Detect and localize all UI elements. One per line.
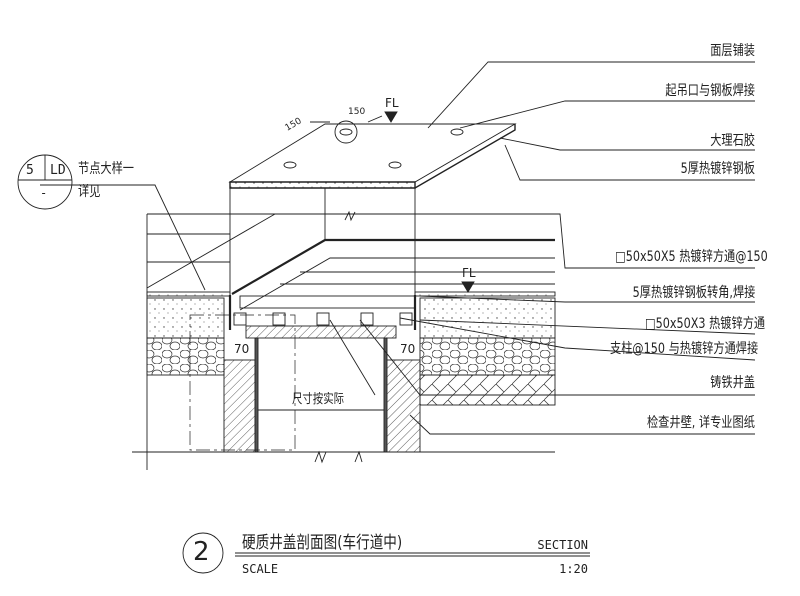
fl-top: FL [385, 96, 399, 110]
scale-label: SCALE [242, 562, 279, 576]
detail-note-1: 节点大样一 [78, 161, 134, 177]
label-well-wall: 检查井壁, 详专业图纸 [647, 415, 755, 431]
label-plate-corner: 5厚热镀锌钢板转角,焊接 [632, 285, 755, 301]
label-square-tube-150: □50x50X5 热镀锌方通@150 [615, 249, 768, 265]
steel-cover-plate [228, 115, 517, 189]
dim-left-70: 70 [234, 342, 250, 356]
detail-sub: - [40, 186, 48, 200]
detail-sheet: LD [50, 163, 66, 178]
dim-a: 150 [348, 107, 366, 117]
drawing-title: 硬质井盖剖面图(车行道中) [242, 533, 403, 553]
section-label: SECTION [537, 538, 588, 552]
label-steel-plate: 5厚热镀锌钢板 [680, 161, 755, 177]
label-surface-paving: 面层铺装 [710, 43, 755, 59]
dim-right-70: 70 [400, 342, 416, 356]
actual-size-note: 尺寸按实际 [292, 392, 345, 407]
label-square-tube-3: □50x50X3 热镀锌方通 [644, 316, 765, 332]
detail-note-2: 详见 [78, 184, 101, 200]
label-marble-glue: 大理石胶 [710, 133, 755, 149]
label-cast-iron-cover: 铸铁井盖 [710, 375, 755, 391]
drawing-number: 2 [193, 537, 210, 567]
label-post: 支柱@150 与热镀锌方通焊接 [609, 341, 758, 357]
fl-side: FL [462, 266, 476, 280]
scale-value: 1:20 [559, 562, 588, 576]
detail-number: 5 [26, 163, 34, 178]
well-wall-left [223, 359, 256, 453]
well-wall-right [385, 359, 421, 453]
square-tubes [233, 312, 413, 326]
label-lifting-hole: 起吊口与钢板焊接 [665, 83, 755, 99]
